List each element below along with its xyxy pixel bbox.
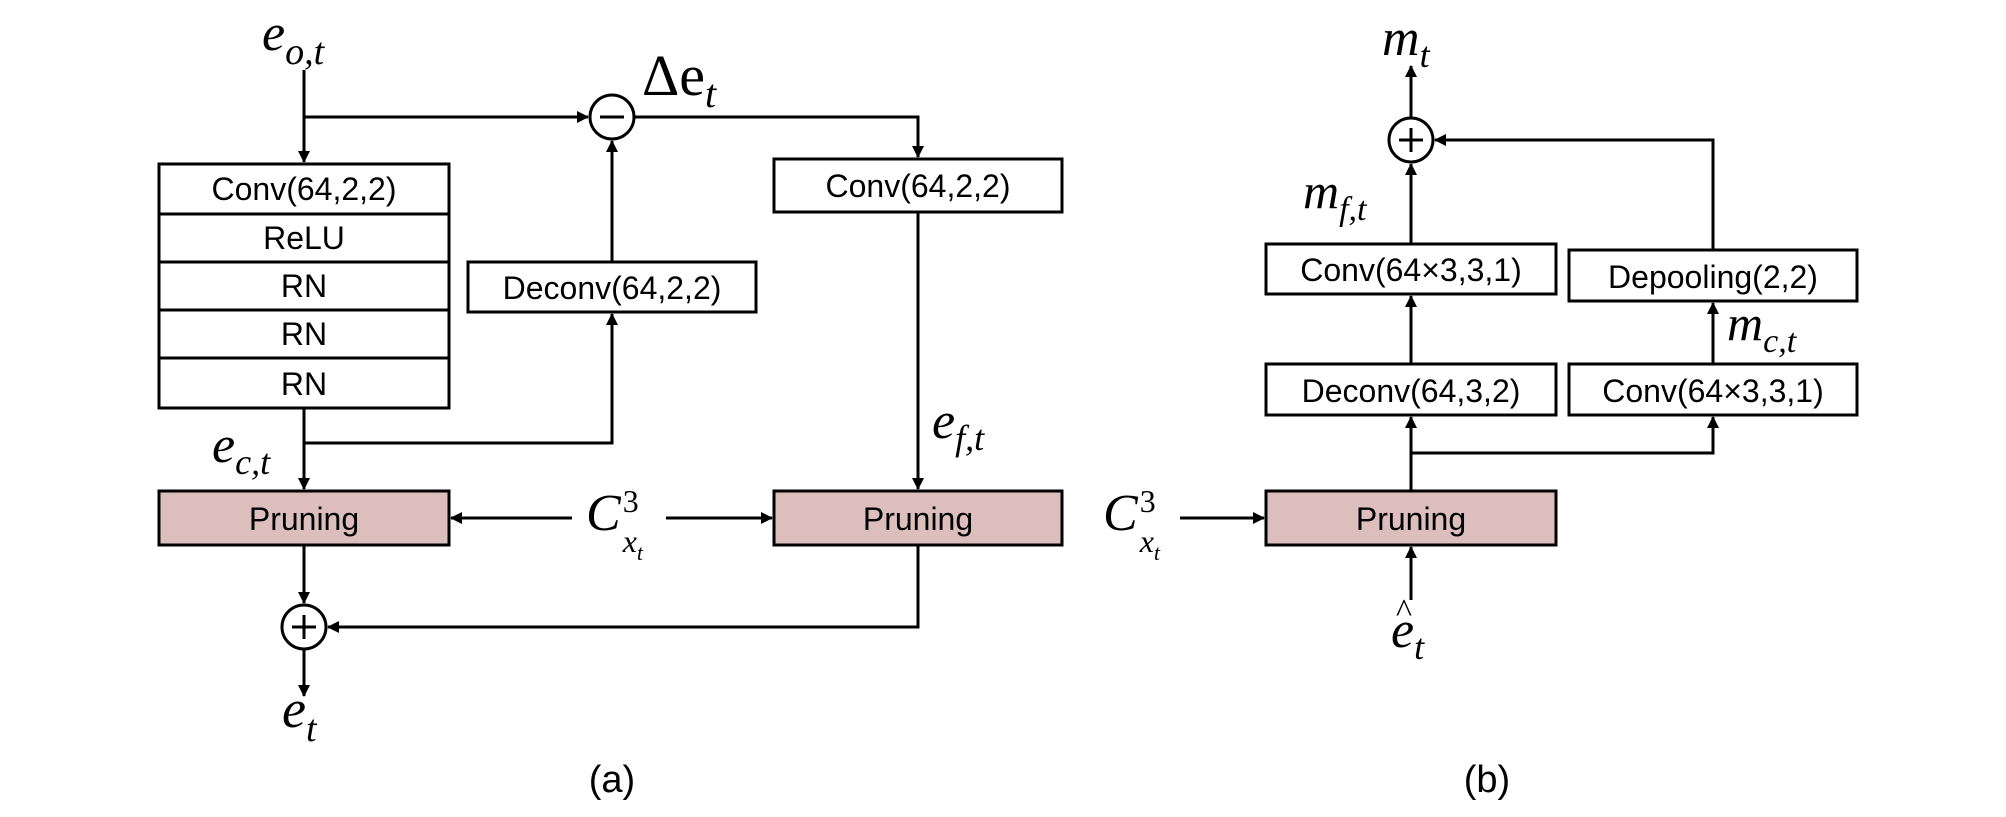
input-label-ehat: et <box>1391 602 1425 667</box>
conv-box-right-a <box>772 157 1064 214</box>
stack-layer-conv-label: Conv(64,2,2) <box>212 171 397 207</box>
pruning-box-right-label: Pruning <box>863 501 973 537</box>
pruning-box-left <box>157 489 451 547</box>
depool-box <box>1567 248 1859 303</box>
deconv-box-b-label: Deconv(64,3,2) <box>1302 373 1521 409</box>
deconv-box-a-label: Deconv(64,2,2) <box>503 270 722 306</box>
encoder-stack: Conv(64,2,2) ReLU RN RN RN <box>157 162 451 410</box>
stack-layer-conv <box>157 162 451 216</box>
connectors-b <box>1180 65 1719 600</box>
ef-label: ef,t <box>932 393 985 458</box>
stack-layer-relu-label: ReLU <box>263 220 345 256</box>
delta-label: Δet <box>642 43 717 116</box>
output-label-et: et <box>282 679 318 750</box>
conv-box-right-b <box>1567 362 1859 417</box>
mc-label: mc,t <box>1727 295 1798 360</box>
mf-label: mf,t <box>1303 163 1368 228</box>
pruning-box-left-label: Pruning <box>249 501 359 537</box>
stack-layer-rn-2 <box>157 308 451 360</box>
caption-b: (b) <box>1464 759 1510 801</box>
conv-box-left-b <box>1264 242 1558 296</box>
pruning-box-b <box>1264 489 1558 547</box>
input-hat-accent: ^ <box>1396 593 1412 630</box>
depool-box-label: Depooling(2,2) <box>1608 259 1818 295</box>
stack-layer-rn-2-label: RN <box>281 316 327 352</box>
panel-b: mt mf,t Conv(64×3,3,1) Deconv(64,3,2) De… <box>1103 10 1859 801</box>
conv-box-right-a-label: Conv(64,2,2) <box>826 168 1011 204</box>
ec-label: ec,t <box>212 417 271 482</box>
pruning-box-b-label: Pruning <box>1356 501 1466 537</box>
output-label-mt: mt <box>1382 10 1431 75</box>
pruning-box-right <box>772 489 1064 547</box>
deconv-box-b <box>1264 362 1558 417</box>
stack-layer-rn-1-label: RN <box>281 268 327 304</box>
panel-a: eo,t Conv(64,2,2) ReLU RN RN RN Deconv(6… <box>157 5 1064 801</box>
stack-layer-rn-3-label: RN <box>281 366 327 402</box>
input-label-eot: eo,t <box>262 5 326 73</box>
deconv-box-a <box>466 260 758 314</box>
conv-box-left-b-label: Conv(64×3,3,1) <box>1300 252 1521 288</box>
caption-a: (a) <box>589 759 635 801</box>
conv-box-right-b-label: Conv(64×3,3,1) <box>1602 373 1823 409</box>
connectors-a <box>298 70 924 697</box>
